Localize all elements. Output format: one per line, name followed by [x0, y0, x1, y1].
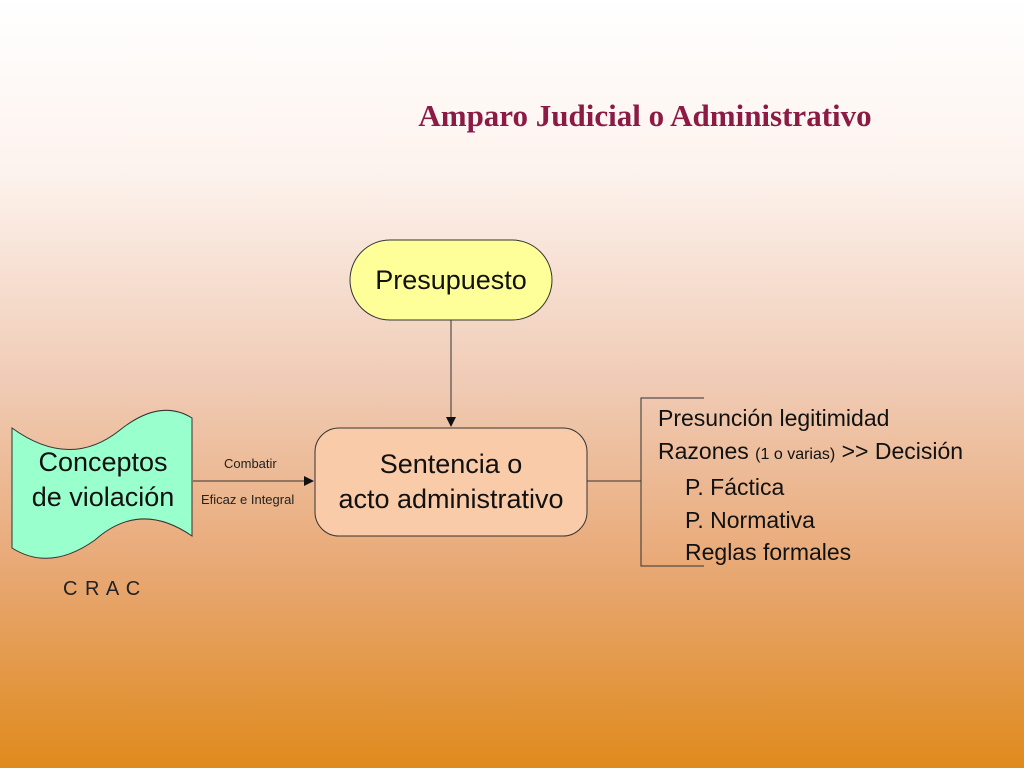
razones-decision: >> Decisión — [835, 437, 964, 464]
razones-text: Razones — [658, 437, 756, 464]
list-item-normativa: P. Normativa — [685, 506, 815, 533]
crac-label: C R A C — [63, 578, 142, 600]
list-item-razones: Razones (1 o varias) >> Decisión — [658, 435, 963, 472]
conceptos-node-shape — [11, 409, 193, 559]
list-item-presuncion: Presunción legitimidad — [658, 405, 890, 431]
list-bracket — [640, 397, 704, 567]
sentencia-line-1: Sentencia o — [379, 449, 523, 479]
requirements-list: Presunción legitimidad Razones (1 o vari… — [658, 402, 963, 569]
page-title: Amparo Judicial o Administrativo — [418, 98, 872, 133]
sentencia-line-2: acto administrativo — [338, 484, 564, 514]
razones-note: (1 o varias) — [755, 445, 836, 463]
conceptos-line-1: Conceptos — [38, 447, 168, 477]
edge-label-combatir: Combatir — [224, 456, 277, 471]
list-item-reglas: Reglas formales — [685, 539, 852, 565]
conceptos-label: Conceptos de violación — [12, 440, 194, 520]
conceptos-line-2: de violación — [31, 482, 175, 512]
sentencia-label: Sentencia o acto administrativo — [315, 428, 587, 536]
presupuesto-label: Presupuesto — [375, 264, 527, 295]
sentencia-node-shape — [314, 427, 588, 537]
list-item-factica: P. Fáctica — [685, 474, 785, 500]
edge-label-eficaz: Eficaz e Integral — [201, 492, 295, 507]
